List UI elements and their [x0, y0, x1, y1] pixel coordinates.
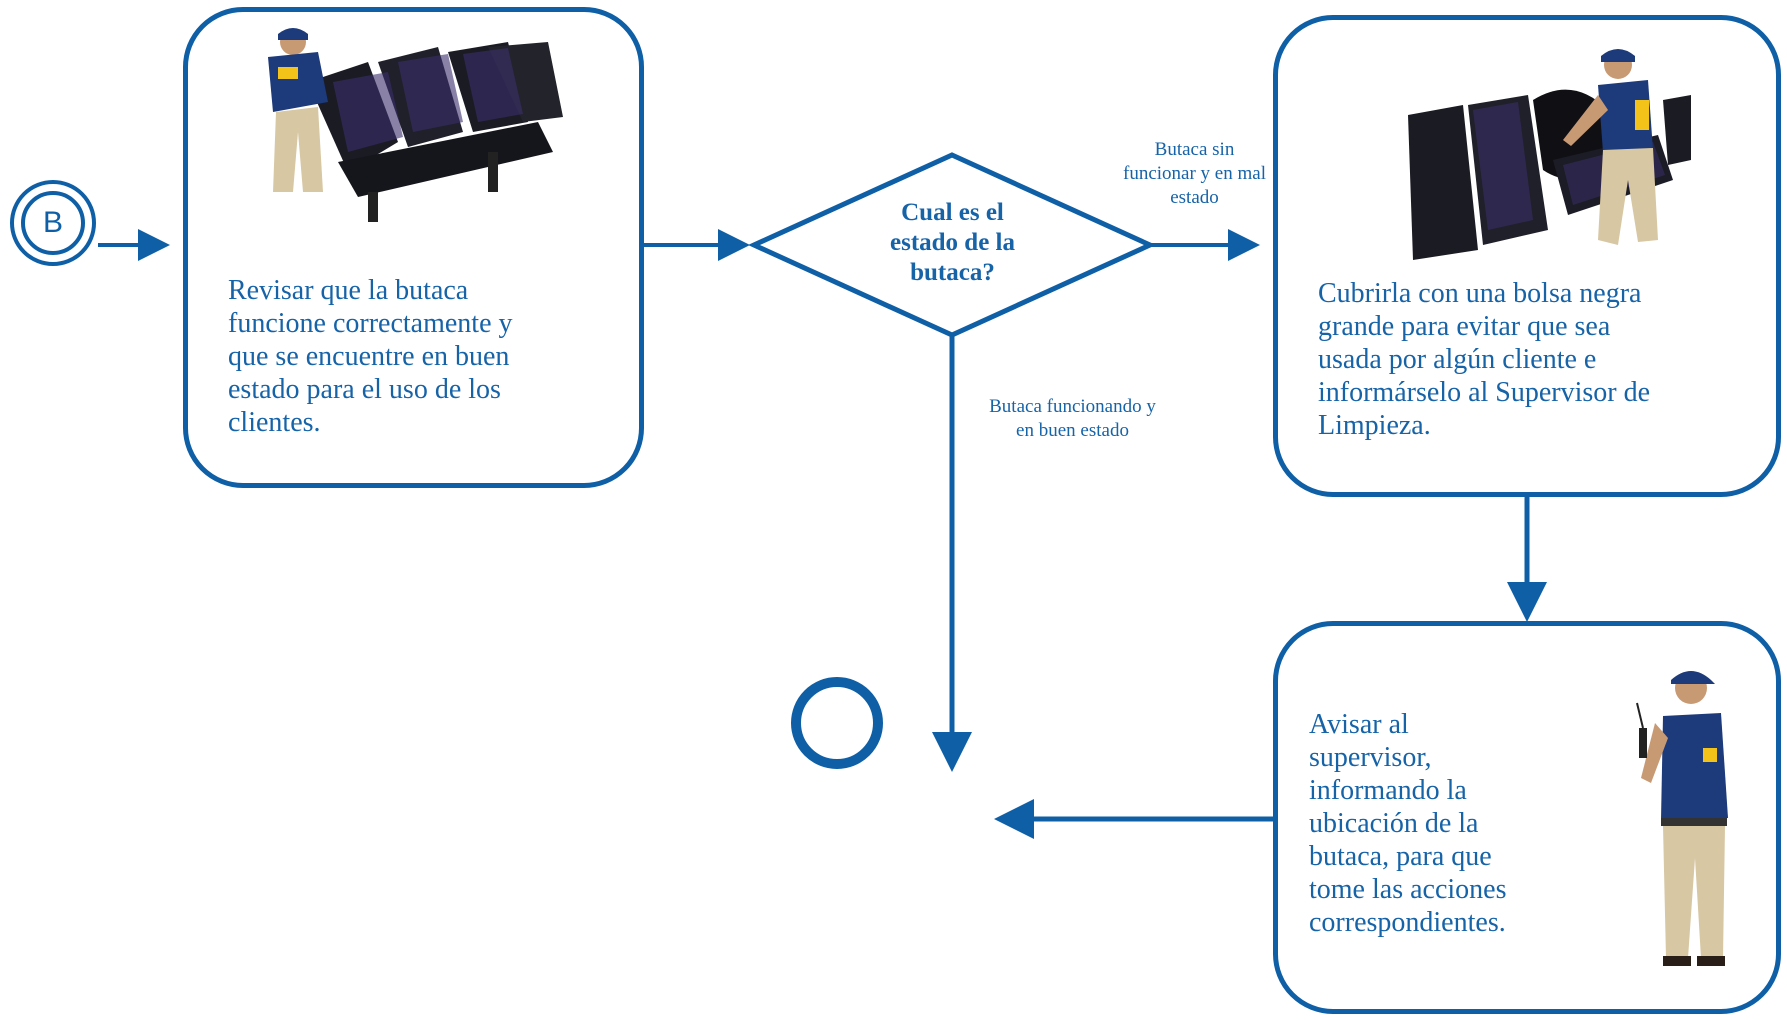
- task2-line: Cubrirla con una bolsa negra: [1318, 278, 1642, 309]
- task-notify-supervisor-text: Avisar al supervisor, informando la ubic…: [1309, 708, 1597, 939]
- task3-line: ubicación de la: [1309, 808, 1479, 839]
- worker-figure: [268, 28, 328, 192]
- task3-line: butaca, para que: [1309, 841, 1492, 872]
- task2-line: Limpieza.: [1318, 410, 1431, 441]
- decision-question: Cual es el estado de la butaca?: [890, 199, 1015, 286]
- start-event: B: [10, 180, 96, 266]
- branch-label-good-state: Butaca funcionando y en buen estado: [989, 396, 1156, 441]
- end-event: [791, 677, 883, 769]
- worker-figure: [1563, 49, 1658, 245]
- task-check-seat-text: Revisar que la butaca funcione correctam…: [228, 274, 613, 439]
- worker-checking-seats-photo: [268, 28, 563, 222]
- task1-line: estado para el uso de los: [228, 374, 501, 405]
- task3-line: Avisar al: [1309, 709, 1409, 740]
- task3-line: supervisor,: [1309, 742, 1432, 773]
- worker-with-radio-photo: [1636, 671, 1728, 966]
- task2-line: grande para evitar que sea: [1318, 311, 1611, 342]
- seat-row-illustration: [1408, 89, 1691, 260]
- worker-covering-seat-photo: [1408, 49, 1691, 260]
- task3-line: correspondientes.: [1309, 907, 1506, 938]
- task-check-seat: Revisar que la butaca funcione correctam…: [183, 7, 644, 488]
- task-cover-seat: Cubrirla con una bolsa negra grande para…: [1273, 15, 1781, 497]
- task2-line: usada por algún cliente e: [1318, 344, 1597, 375]
- task-cover-seat-text: Cubrirla con una bolsa negra grande para…: [1318, 277, 1738, 442]
- task3-line: tome las acciones: [1309, 874, 1507, 905]
- task2-line: informárselo al Supervisor de: [1318, 377, 1651, 408]
- task1-line: que se encuentre en buen: [228, 341, 510, 372]
- branch-label-bad-state: Butaca sin funcionar y en mal estado: [1123, 139, 1266, 208]
- task1-line: Revisar que la butaca: [228, 275, 469, 306]
- task3-line: informando la: [1309, 775, 1467, 806]
- seat-row-illustration: [308, 42, 563, 222]
- start-event-label: B: [21, 191, 85, 255]
- task1-line: funcione correctamente y: [228, 308, 513, 339]
- task-notify-supervisor: Avisar al supervisor, informando la ubic…: [1273, 621, 1781, 1014]
- task1-line: clientes.: [228, 407, 321, 438]
